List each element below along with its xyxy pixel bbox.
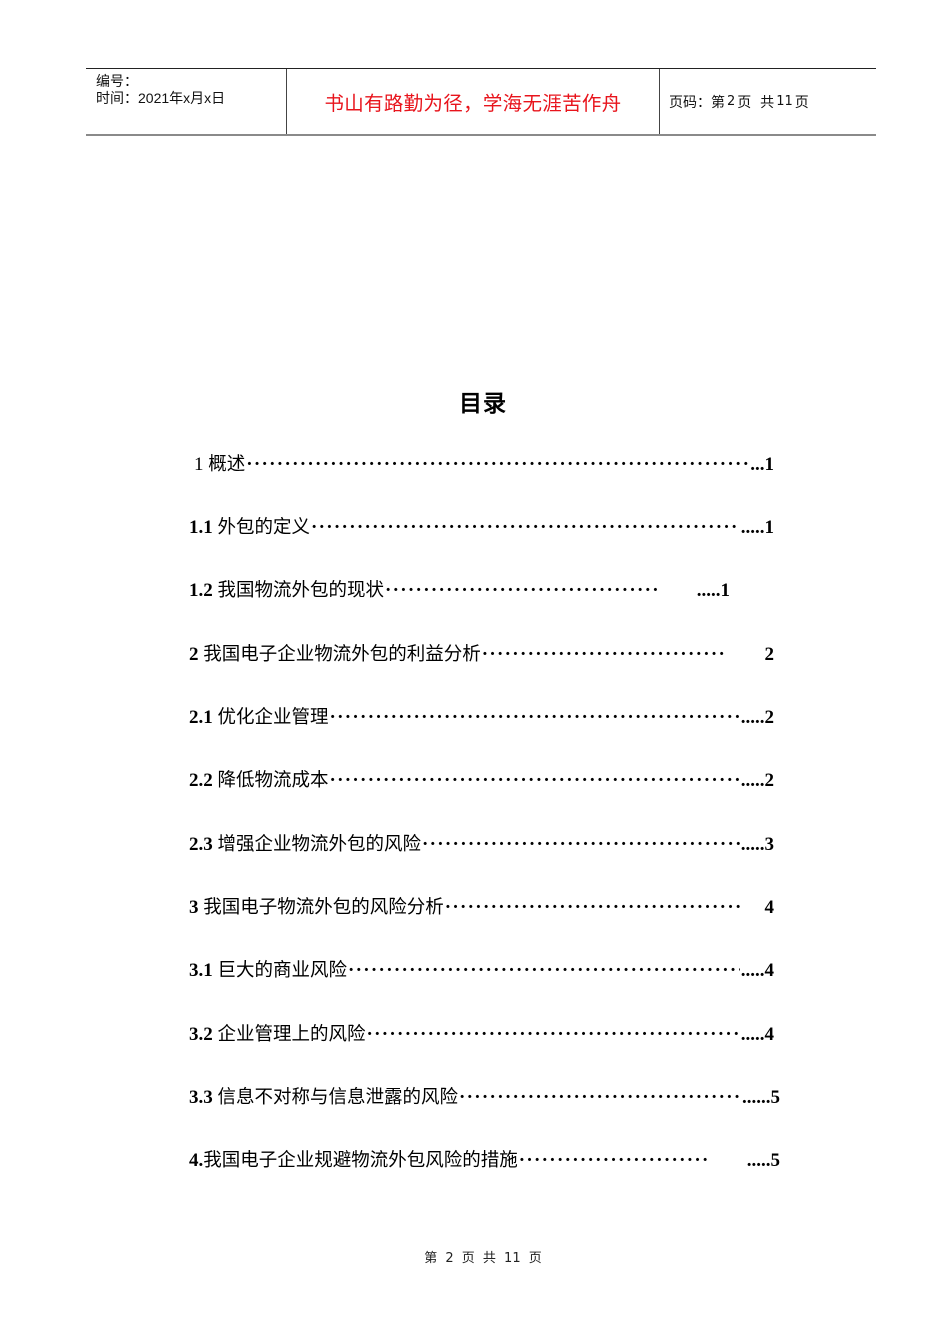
- toc-entry-label: 2.1 优化企业管理: [189, 707, 329, 728]
- toc-page-number: .....2: [740, 770, 774, 791]
- toc-entry[interactable]: 2.1 优化企业管理 ·····························…: [189, 703, 774, 729]
- toc-entry-label: 1 概述: [194, 454, 246, 475]
- serial-label: 编号：: [96, 73, 138, 89]
- time-label: 时间：2021年x月x日: [96, 90, 226, 106]
- toc-entry-label: 1.2 我国物流外包的现状: [189, 580, 385, 601]
- page-current: 2: [727, 94, 736, 109]
- toc-leader-dots: ········································…: [366, 1024, 740, 1045]
- toc-page-number: ......5: [742, 1087, 780, 1108]
- toc-leader-dots: ····································: [385, 580, 660, 601]
- toc-leader-dots: ································: [481, 644, 727, 665]
- toc-entry[interactable]: 1.1 外包的定义 ······························…: [189, 513, 774, 539]
- toc-page-number: .....1: [740, 517, 774, 538]
- toc-entry[interactable]: 3.3 信息不对称与信息泄露的风险 ······················…: [189, 1083, 780, 1109]
- toc-page-number: .....1: [696, 580, 730, 601]
- toc-page-number: .....4: [740, 960, 774, 981]
- header-meta-cell: 编号： 时间：2021年x月x日: [86, 69, 287, 134]
- page-suffix: 页: [794, 94, 809, 111]
- toc-entry[interactable]: 1 概述 ···································…: [194, 450, 774, 476]
- toc-entry-label: 3.3 信息不对称与信息泄露的风险: [189, 1087, 459, 1108]
- toc-entry[interactable]: 3.1 巨大的商业风险 ····························…: [189, 956, 774, 982]
- toc-entry[interactable]: 2.3 增强企业物流外包的风险 ························…: [189, 830, 774, 856]
- toc-entry[interactable]: 4.我国电子企业规避物流外包风险的措施 ····················…: [189, 1146, 780, 1172]
- toc-entry-label: 4.我国电子企业规避物流外包风险的措施: [189, 1150, 518, 1171]
- toc-leader-dots: ········································…: [329, 707, 740, 728]
- toc-leader-dots: ·························: [518, 1150, 710, 1171]
- toc-page-number: .....5: [746, 1150, 780, 1171]
- toc-entry-label: 2 我国电子企业物流外包的利益分析: [189, 644, 481, 665]
- toc-entry-label: 1.1 外包的定义: [189, 517, 311, 538]
- toc-page-number: 2: [764, 644, 775, 665]
- toc-entry-label: 2.3 增强企业物流外包的风险: [189, 834, 422, 855]
- toc-page-number: 4: [764, 897, 775, 918]
- toc-page-number: .....3: [740, 834, 774, 855]
- toc-entry-label: 2.2 降低物流成本: [189, 770, 329, 791]
- page-header: 编号： 时间：2021年x月x日 书山有路勤为径，学海无涯苦作舟 页码：第 2 …: [86, 68, 876, 136]
- toc-leader-dots: ········································…: [422, 834, 740, 855]
- toc-entry[interactable]: 1.2 我国物流外包的现状 ··························…: [189, 576, 730, 602]
- toc-leader-dots: ·······································: [444, 897, 743, 918]
- header-page-cell: 页码：第 2 页 共 11 页: [660, 69, 876, 134]
- toc-entry[interactable]: 2.2 降低物流成本 ·····························…: [189, 766, 774, 792]
- page-prefix: 页码：第: [669, 94, 725, 111]
- page-mid: 页 共: [737, 94, 775, 111]
- toc-entry-label: 3.2 企业管理上的风险: [189, 1024, 366, 1045]
- toc-leader-dots: ········································…: [329, 770, 740, 791]
- toc-leader-dots: ········································…: [311, 517, 740, 538]
- toc-title: 目录: [459, 391, 507, 417]
- toc-entry[interactable]: 2 我国电子企业物流外包的利益分析 ······················…: [189, 640, 774, 666]
- toc-entry-label: 3 我国电子物流外包的风险分析: [189, 897, 444, 918]
- toc-page-number: .....4: [740, 1024, 774, 1045]
- toc-entry[interactable]: 3.2 企业管理上的风险 ···························…: [189, 1020, 774, 1046]
- toc-leader-dots: ······································: [459, 1087, 741, 1108]
- toc-leader-dots: ········································…: [246, 454, 749, 475]
- toc-entry[interactable]: 3 我国电子物流外包的风险分析 ························…: [189, 893, 774, 919]
- toc-page-number: ...1: [750, 454, 774, 475]
- page-footer: 第 2 页 共 11 页: [424, 1251, 542, 1266]
- motto-text: 书山有路勤为径，学海无涯苦作舟: [324, 92, 622, 115]
- toc-leader-dots: ········································…: [348, 960, 740, 981]
- toc-page-number: .....2: [740, 707, 774, 728]
- page-total: 11: [776, 94, 793, 109]
- toc-entry-label: 3.1 巨大的商业风险: [189, 960, 348, 981]
- header-motto-cell: 书山有路勤为径，学海无涯苦作舟: [287, 69, 660, 134]
